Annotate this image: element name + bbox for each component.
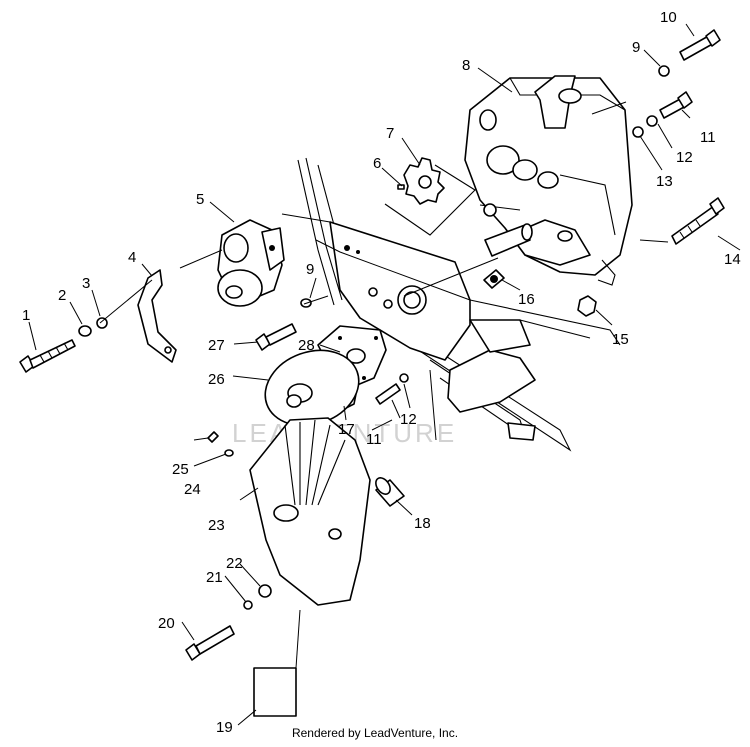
callout-3: 3 xyxy=(82,275,90,292)
callout-11-top: 11 xyxy=(700,129,716,146)
callout-7: 7 xyxy=(386,125,394,142)
washer xyxy=(224,449,234,457)
lower-bracket xyxy=(447,319,536,441)
callout-12-mid: 12 xyxy=(400,411,417,428)
callout-20: 20 xyxy=(158,615,175,632)
callout-14: 14 xyxy=(724,251,741,268)
leader-lines xyxy=(28,23,741,726)
decal-label xyxy=(253,667,297,717)
hex-bolt xyxy=(659,91,693,119)
callout-10: 10 xyxy=(660,9,677,26)
callout-1: 1 xyxy=(22,307,30,324)
callout-28: 28 xyxy=(298,337,315,354)
mount-bolt xyxy=(255,323,297,351)
callout-5: 5 xyxy=(196,191,204,208)
callout-21: 21 xyxy=(206,569,223,586)
short-bolt xyxy=(483,269,505,289)
spacer-sleeve xyxy=(375,477,405,507)
callout-8: 8 xyxy=(462,57,470,74)
hex-bolt xyxy=(19,339,76,373)
long-bolt xyxy=(671,197,725,245)
bracket-hole xyxy=(164,346,172,354)
hex-nut xyxy=(577,295,597,317)
callout-24: 24 xyxy=(184,481,201,498)
callout-19: 19 xyxy=(216,719,233,736)
callout-9-top: 9 xyxy=(632,39,640,56)
callout-18: 18 xyxy=(414,515,431,532)
callout-17: 17 xyxy=(338,421,355,438)
screw xyxy=(207,431,219,443)
belt-guard xyxy=(249,417,371,606)
mounting-plate xyxy=(329,221,471,361)
callout-2: 2 xyxy=(58,287,66,304)
washer xyxy=(658,65,670,77)
callout-23: 23 xyxy=(208,517,225,534)
callout-15: 15 xyxy=(612,331,629,348)
starter-unit xyxy=(217,219,285,307)
lock-washer xyxy=(399,373,409,383)
callout-11-mid: 11 xyxy=(366,431,382,448)
callout-27: 27 xyxy=(208,337,225,354)
hex-bolt xyxy=(185,625,235,661)
mounting-bracket xyxy=(137,269,177,363)
callout-16: 16 xyxy=(518,291,535,308)
hex-bolt xyxy=(375,383,401,405)
callout-26: 26 xyxy=(208,371,225,388)
callout-6: 6 xyxy=(373,155,381,172)
washer xyxy=(258,584,272,598)
callout-9-mid: 9 xyxy=(306,261,314,278)
lock-washer xyxy=(243,600,253,610)
callout-4: 4 xyxy=(128,249,136,266)
engine-shaft xyxy=(484,223,533,257)
callout-labels: 1 2 3 4 5 6 7 8 9 10 11 12 13 14 15 16 9… xyxy=(22,9,741,736)
hex-bolt xyxy=(679,29,721,61)
washer xyxy=(632,126,644,138)
credit-text: Rendered by LeadVenture, Inc. xyxy=(291,726,459,740)
callout-12-top: 12 xyxy=(676,149,693,166)
callout-13: 13 xyxy=(656,173,673,190)
lock-washer xyxy=(96,317,108,329)
callout-22: 22 xyxy=(226,555,243,572)
washer xyxy=(78,325,92,337)
lock-washer xyxy=(646,115,658,127)
drive-sprocket xyxy=(384,157,476,236)
engine xyxy=(464,75,633,286)
drive-pulley xyxy=(264,349,360,427)
callout-25: 25 xyxy=(172,461,189,478)
